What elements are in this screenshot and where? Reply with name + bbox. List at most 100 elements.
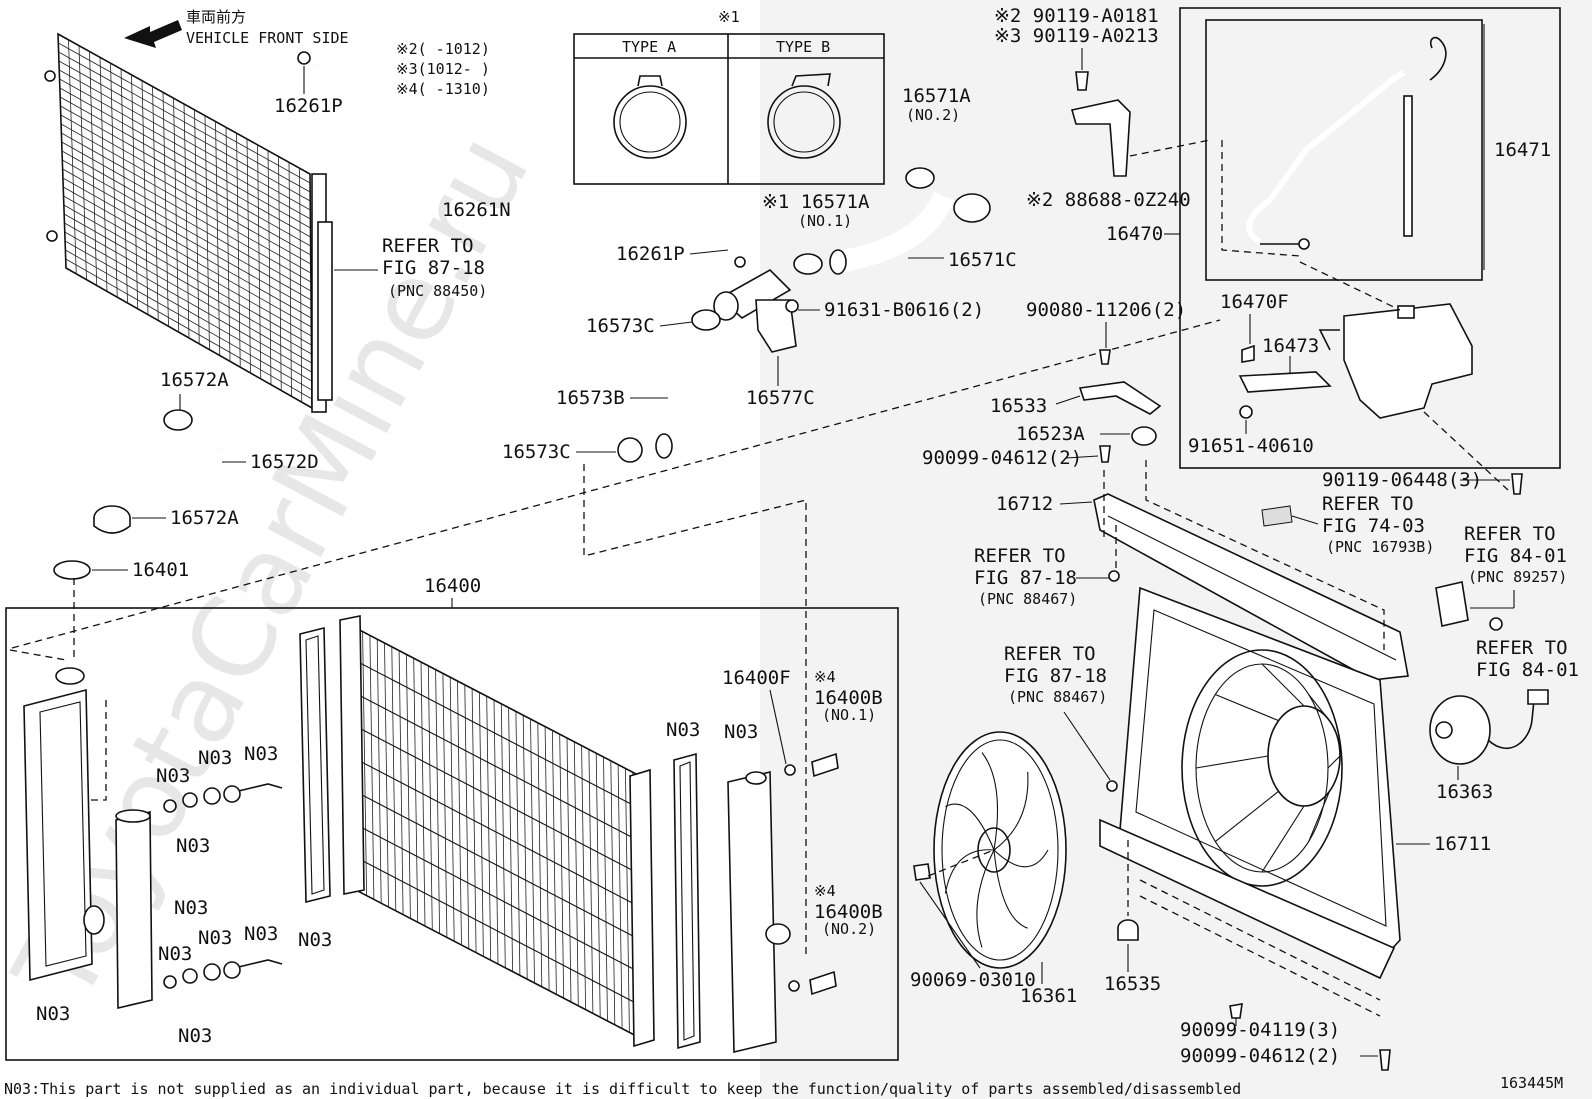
label-n03-6: N03 bbox=[158, 943, 192, 965]
label-16400b-no1-mark: ※4 bbox=[814, 668, 836, 686]
ref-fig84b-2: FIG 84-01 bbox=[1476, 659, 1579, 681]
label-16400f: 16400F bbox=[722, 667, 791, 689]
cap-16572a-bottom-icon bbox=[93, 505, 131, 534]
ref-condenser-2: FIG 87-18 bbox=[382, 257, 485, 279]
clip-icon bbox=[1106, 780, 1118, 792]
clip-16470f-icon bbox=[1241, 344, 1255, 363]
ref-fig84b-1: REFER TO bbox=[1476, 637, 1568, 659]
label-n03-1: N03 bbox=[156, 765, 190, 787]
label-16400b-no2-mark: ※4 bbox=[814, 882, 836, 900]
ref-condenser-1: REFER TO bbox=[382, 235, 474, 257]
label-16401: 16401 bbox=[132, 559, 189, 581]
clamp-type-table bbox=[573, 33, 885, 185]
label-n03-8: N03 bbox=[244, 923, 278, 945]
clamp-16571a-no2-icon bbox=[905, 167, 935, 189]
grommet-icon bbox=[1108, 570, 1120, 582]
label-16572a-bottom: 16572A bbox=[170, 507, 239, 529]
label-16471: 16471 bbox=[1494, 139, 1551, 161]
bolt-90099-top-icon bbox=[1099, 445, 1111, 463]
ref-condenser-3: (PNC 88450) bbox=[388, 282, 487, 300]
label-90099-04119: 90099-04119(3) bbox=[1180, 1019, 1340, 1041]
label-16261p-top: 16261P bbox=[274, 95, 343, 117]
label-n03-12: N03 bbox=[666, 719, 700, 741]
bracket-16533-icon bbox=[1078, 381, 1162, 415]
ref-fig74-3: (PNC 16793B) bbox=[1326, 538, 1434, 556]
label-16572a-top: 16572A bbox=[160, 369, 229, 391]
label-90069: 90069-03010 bbox=[910, 969, 1036, 991]
label-16535: 16535 bbox=[1104, 973, 1161, 995]
label-16712: 16712 bbox=[996, 493, 1053, 515]
bolt-91651-icon bbox=[1239, 405, 1253, 419]
label-16400b-no1-sub: (NO.1) bbox=[822, 706, 876, 724]
label-90119-06448: 90119-06448(3) bbox=[1322, 469, 1482, 491]
label-16400b-no1: 16400B bbox=[814, 687, 883, 709]
label-16571c: 16571C bbox=[948, 249, 1017, 271]
label-16400b-no2-sub: (NO.2) bbox=[822, 920, 876, 938]
water-outlet-16577c-icon bbox=[713, 256, 797, 353]
clamp-type-b-label: TYPE B bbox=[776, 38, 830, 56]
label-16261p-mid: 16261P bbox=[616, 243, 685, 265]
lower-hose-16573b-icon bbox=[649, 310, 707, 460]
reservoir-tank-16470-icon bbox=[1318, 303, 1473, 419]
ref-fig74-2: FIG 74-03 bbox=[1322, 515, 1425, 537]
ref-fig87a-3: (PNC 88467) bbox=[978, 590, 1077, 608]
overflow-hose-16471-icon bbox=[1246, 36, 1447, 250]
vehicle-front-en: VEHICLE FRONT SIDE bbox=[186, 29, 349, 47]
right-tank-icon bbox=[727, 770, 791, 1054]
hose-16572d-icon bbox=[95, 422, 229, 478]
drain-fittings-lower-icon bbox=[163, 959, 283, 989]
label-n03-3: N03 bbox=[244, 743, 278, 765]
label-16577c: 16577C bbox=[746, 387, 815, 409]
label-16523a: 16523A bbox=[1016, 423, 1085, 445]
vehicle-front-jp: 車両前方 bbox=[186, 8, 246, 26]
cushion-16523a-icon bbox=[1131, 426, 1157, 446]
radiator-cap-16401-icon bbox=[53, 560, 91, 580]
condenser-icon bbox=[44, 32, 333, 413]
ref-fig84a-2: FIG 84-01 bbox=[1464, 545, 1567, 567]
label-90099-bottom: 90099-04612(2) bbox=[1180, 1045, 1340, 1067]
range-note-4: ※4( -1310) bbox=[396, 80, 490, 98]
label-88688: ※2 88688-0Z240 bbox=[1026, 189, 1191, 211]
fan-motor-16363-icon bbox=[1429, 689, 1549, 765]
label-91631: 91631-B0616(2) bbox=[824, 299, 984, 321]
label-16400b-no2: 16400B bbox=[814, 901, 883, 923]
footer-note: N03:This part is not supplied as an indi… bbox=[4, 1080, 1241, 1098]
label-16470: 16470 bbox=[1106, 223, 1163, 245]
label-91651: 91651-40610 bbox=[1188, 435, 1314, 457]
cushion-16535-icon bbox=[1117, 919, 1139, 941]
clamp-16573c-bottom-icon bbox=[617, 437, 643, 463]
hose-16261n-icon bbox=[297, 51, 727, 247]
bolt-90119-a0181-icon bbox=[1075, 71, 1089, 91]
ref-fig87b-3: (PNC 88467) bbox=[1008, 688, 1107, 706]
bolt-90099-bottom-icon bbox=[1379, 1049, 1391, 1071]
label-16571a-no2-sub: (NO.2) bbox=[906, 106, 960, 124]
label-bolt2: ※2 90119-A0181 bbox=[994, 5, 1159, 27]
radiator-core-icon bbox=[339, 615, 655, 1048]
vehicle-front-arrow-icon bbox=[124, 20, 182, 48]
ref-fig84a-1: REFER TO bbox=[1464, 523, 1556, 545]
label-16572d: 16572D bbox=[250, 451, 319, 473]
fan-16361-icon bbox=[933, 731, 1067, 969]
bolt-90080-icon bbox=[1099, 349, 1111, 365]
gasket-left-icon bbox=[299, 626, 331, 904]
label-90080: 90080-11206(2) bbox=[1026, 299, 1186, 321]
label-bolt3: ※3 90119-A0213 bbox=[994, 25, 1159, 47]
clamp-type-mark: ※1 bbox=[718, 8, 740, 26]
label-16573b: 16573B bbox=[556, 387, 625, 409]
label-16473: 16473 bbox=[1262, 335, 1319, 357]
label-n03-5: N03 bbox=[174, 897, 208, 919]
nut-90069-icon bbox=[913, 863, 931, 881]
ref-74-03-marker-icon bbox=[1261, 505, 1293, 527]
ref-fig87a-1: REFER TO bbox=[974, 545, 1066, 567]
clamp-16572a-top-icon bbox=[163, 409, 193, 431]
bolt-91631-icon bbox=[785, 299, 799, 313]
tube-icon bbox=[115, 809, 153, 1010]
label-16571a-no2: 16571A bbox=[902, 85, 971, 107]
overflow-hose-inset bbox=[1205, 19, 1483, 281]
clamp-16571a-no1-icon bbox=[793, 253, 823, 275]
range-note-3: ※3(1012- ) bbox=[396, 60, 490, 78]
bolt-90119-06448-icon bbox=[1511, 473, 1523, 495]
ref-fig87b-1: REFER TO bbox=[1004, 643, 1096, 665]
upper-hose-16571c-icon bbox=[829, 191, 991, 275]
